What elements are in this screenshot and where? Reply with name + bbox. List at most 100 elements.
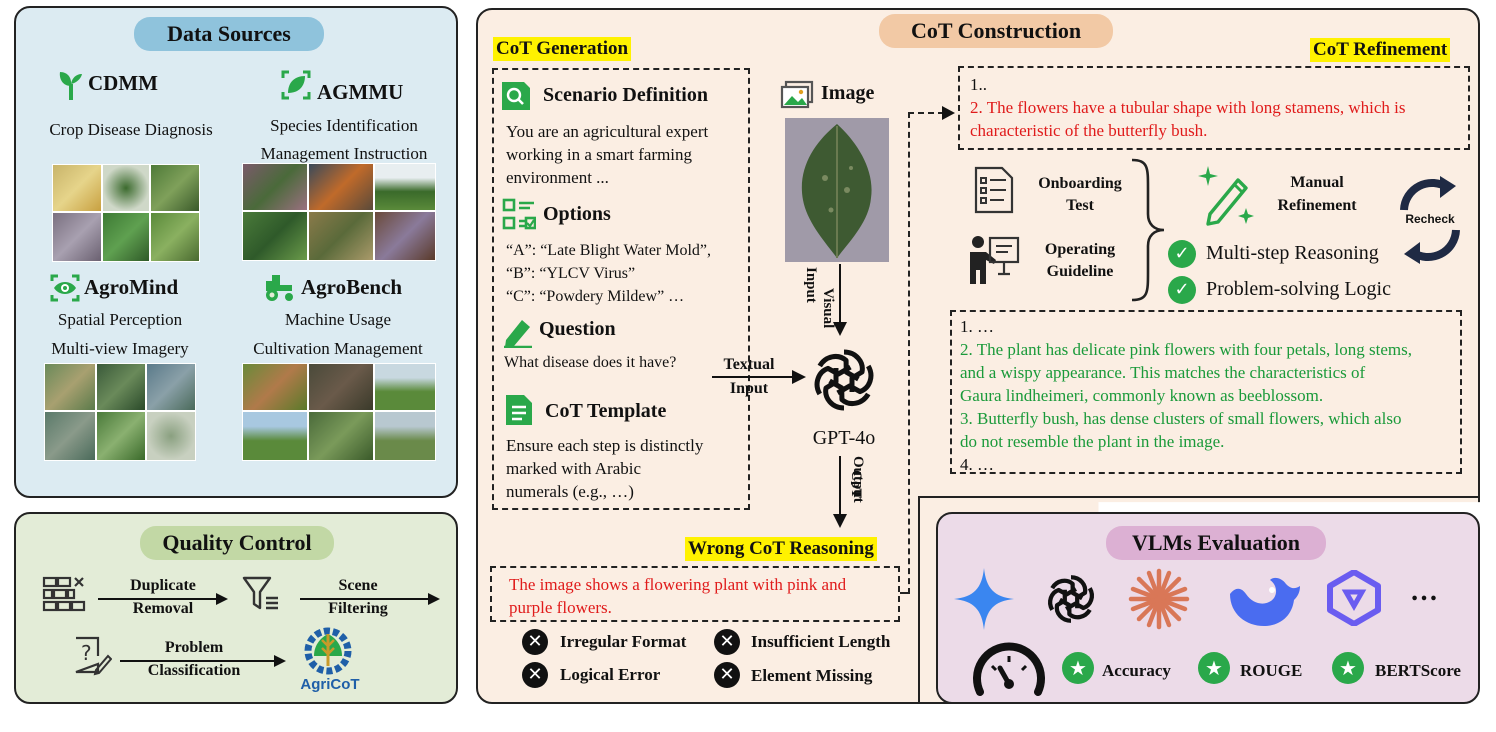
brick-duplicate-icon [42,576,86,612]
ref-bottom-l1: 1. … [960,317,994,336]
notch-border-v [918,496,920,704]
scenario-l3: environment ... [506,168,609,187]
textual-input-arrow-line [712,376,794,378]
question-text: What disease does it have? [504,354,677,371]
scene-l1: Scene [338,577,378,594]
wrong-cot-box [490,566,900,622]
arrow-line [98,598,218,600]
agromind-name: AgroMind [84,275,179,299]
error-irregular-format: Irregular Format [560,632,687,651]
agmmu-image [308,211,374,261]
claude-burst-icon [1128,568,1190,630]
ref-bottom-l3: and a wispy appearance. This matches the… [960,363,1366,382]
eye-scan-icon [50,274,80,302]
checklist-doc-icon [974,166,1014,214]
textual-input-l2: Input [729,380,769,397]
template-l3: numerals (e.g., …) [506,482,634,501]
agromind-desc2: Multi-view Imagery [51,339,189,358]
agromind-desc1: Spatial Perception [57,310,183,329]
agrobench-image [374,363,436,411]
guideline-l2: Guideline [1046,263,1114,280]
pencil-icon [504,320,532,348]
error-x-icon: ✕ [522,662,548,688]
cot-output-arrow-line [839,456,841,518]
data-sources-panel: Data Sources CDMM Crop Disease Diagnosis… [14,6,458,498]
ref-bottom-l7: 4. … [960,455,994,474]
tomato-leaf-photo [785,118,889,262]
wrong-cot-label: Wrong CoT Reasoning [685,537,877,561]
quality-control-title: Quality Control [140,526,334,560]
problem-l1: Problem [164,639,224,656]
problem-l2: Classification [147,662,241,679]
agrobench-desc1: Machine Usage [284,310,392,329]
ref-top-l3: characteristic of the butterfly bush. [970,121,1208,140]
agrobench-name: AgroBench [301,275,403,299]
presenter-icon [970,236,1020,284]
metric-star-icon: ★ [1198,652,1230,684]
scenario-title: Scenario Definition [543,84,708,106]
ref-top-l2: 2. The flowers have a tubular shape with… [970,98,1406,117]
ref-bottom-l2: 2. The plant has delicate pink flowers w… [960,340,1412,359]
wrong-cot-l1: The image shows a flowering plant with p… [509,575,847,594]
option-b: “B”: “YLCV Virus” [506,265,636,282]
cdmm-image [102,212,150,262]
agmmu-image [374,211,436,261]
agrobench-image [374,411,436,461]
leaf-frame-icon [281,70,311,100]
option-c: “C”: “Powdery Mildew” … [506,288,685,305]
cdmm-image [150,212,200,262]
visual-input-arrow-line [839,264,841,326]
question-document-icon: ? [75,636,112,676]
metric-star-icon: ★ [1332,652,1364,684]
agmmu-image [374,163,436,211]
vlm-evaluation-title: VLMs Evaluation [1106,526,1326,560]
connector-dash [900,592,910,594]
manual-l1: Manual [1290,174,1344,191]
sprout-icon [59,72,82,100]
connector-dash [908,112,910,594]
metric-accuracy: Accuracy [1102,661,1171,680]
arrow-head [428,593,440,605]
agrobench-image [242,363,308,411]
ref-top-l1: 1.. [970,75,987,94]
cot-construction-title: CoT Construction [879,14,1113,48]
template-l1: Ensure each step is distinctly [506,436,704,455]
sparkle-pencil-icon [1198,166,1254,226]
agrobench-image [308,363,374,411]
visual-input-arrow-head [833,322,847,336]
manual-l2: Refinement [1277,197,1357,214]
error-element-missing: Element Missing [751,666,873,685]
tractor-icon [266,275,293,301]
visual-input-l2: Input [803,267,819,303]
agmmu-desc2: Management Instruction [260,144,428,163]
openai-logo-icon [814,349,874,411]
cdmm-image [150,164,200,212]
agrobench-desc2: Cultivation Management [253,339,423,358]
agromind-image [44,411,96,461]
scene-l2: Filtering [328,600,388,617]
svg-text:?: ? [81,641,92,665]
ref-bottom-l5: 3. Butterfly bush, has dense clusters of… [960,409,1402,428]
agromind-image [96,363,146,411]
ref-bottom-l4: Gaura lindheimeri, commonly known as bee… [960,386,1324,405]
agromind-image [146,411,196,461]
arrow-head [274,655,286,667]
error-x-icon: ✕ [714,629,740,655]
cdmm-image [52,164,102,212]
metric-bertscore: BERTScore [1375,661,1461,680]
scenario-l1: You are an agricultural expert [506,122,709,141]
problem-solving-logic: Problem-solving Logic [1206,278,1391,300]
metric-star-icon: ★ [1062,652,1094,684]
template-doc-icon [506,395,532,425]
model-name: GPT-4o [812,427,876,449]
textual-input-l1: Textual [723,356,775,373]
error-x-icon: ✕ [714,662,740,688]
duplicate-l1: Duplicate [130,577,196,594]
arrow-line [120,660,276,662]
check-icon: ✓ [1168,276,1196,304]
options-icon [502,198,536,230]
quality-control-panel: Quality Control Duplicate Removal Scene … [14,512,458,704]
data-sources-title: Data Sources [134,17,324,51]
multi-step-reasoning: Multi-step Reasoning [1206,242,1379,264]
option-a: “A”: “Late Blight Water Mold”, [506,242,712,259]
